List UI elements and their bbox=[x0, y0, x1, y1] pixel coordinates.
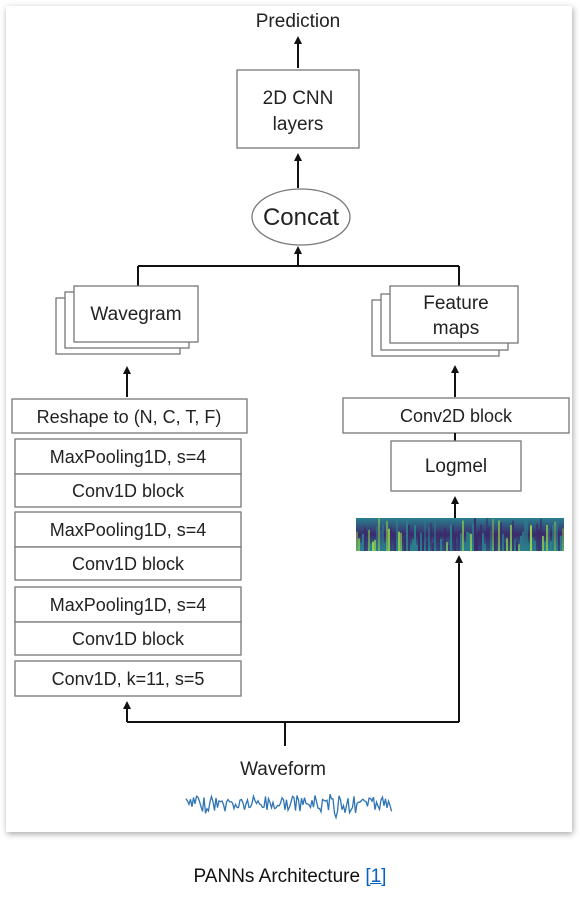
figure-caption: PANNs Architecture [1] bbox=[0, 866, 580, 888]
prediction-label: Prediction bbox=[256, 11, 341, 32]
cnn-layers-label-bottom: layers bbox=[273, 114, 324, 135]
maxpool-3-label: MaxPooling1D, s=4 bbox=[50, 595, 207, 615]
conv2d-block-label: Conv2D block bbox=[400, 406, 513, 426]
conv2d-block-box bbox=[342, 397, 570, 434]
conv1d-block-3-box bbox=[14, 621, 242, 656]
concat-ellipse bbox=[251, 188, 351, 246]
feature-maps-stack bbox=[371, 285, 519, 357]
conv1d-block-3-label: Conv1D block bbox=[72, 629, 185, 649]
cnn-layers-box bbox=[236, 69, 360, 149]
diagram-card: Prediction 2D CNN layers Concat Wavegram… bbox=[6, 6, 572, 832]
reference-link[interactable]: [1] bbox=[365, 866, 387, 887]
maxpool-2-box bbox=[14, 511, 242, 548]
reshape-label: Reshape to (N, C, T, F) bbox=[37, 407, 222, 427]
logmel-box bbox=[390, 440, 522, 492]
conv1d-block-1-box bbox=[14, 473, 242, 508]
conv1d-first-box bbox=[14, 660, 242, 697]
panns-architecture-diagram: Prediction 2D CNN layers Concat Wavegram… bbox=[11, 11, 570, 820]
spectrogram-image bbox=[356, 518, 564, 551]
conv1d-block-1-label: Conv1D block bbox=[72, 481, 185, 501]
conv1d-first-label: Conv1D, k=11, s=5 bbox=[52, 669, 205, 689]
logmel-label: Logmel bbox=[425, 456, 487, 477]
waveform-label: Waveform bbox=[240, 759, 326, 780]
feature-maps-label-top: Feature bbox=[423, 293, 488, 314]
caption-text: PANNs Architecture bbox=[193, 866, 366, 887]
feature-maps-label-bottom: maps bbox=[433, 318, 479, 339]
cnn-layers-label-top: 2D CNN bbox=[263, 88, 334, 109]
reshape-box bbox=[11, 398, 248, 434]
wavegram-stack bbox=[55, 285, 199, 355]
wavegram-label: Wavegram bbox=[90, 304, 181, 325]
maxpool-3-box bbox=[14, 586, 242, 623]
concat-label: Concat bbox=[263, 204, 339, 231]
waveform-image bbox=[185, 793, 393, 820]
maxpool-1-label: MaxPooling1D, s=4 bbox=[50, 447, 207, 467]
conv1d-block-2-box bbox=[14, 546, 242, 581]
conv1d-block-2-label: Conv1D block bbox=[72, 554, 185, 574]
maxpool-2-label: MaxPooling1D, s=4 bbox=[50, 520, 207, 540]
